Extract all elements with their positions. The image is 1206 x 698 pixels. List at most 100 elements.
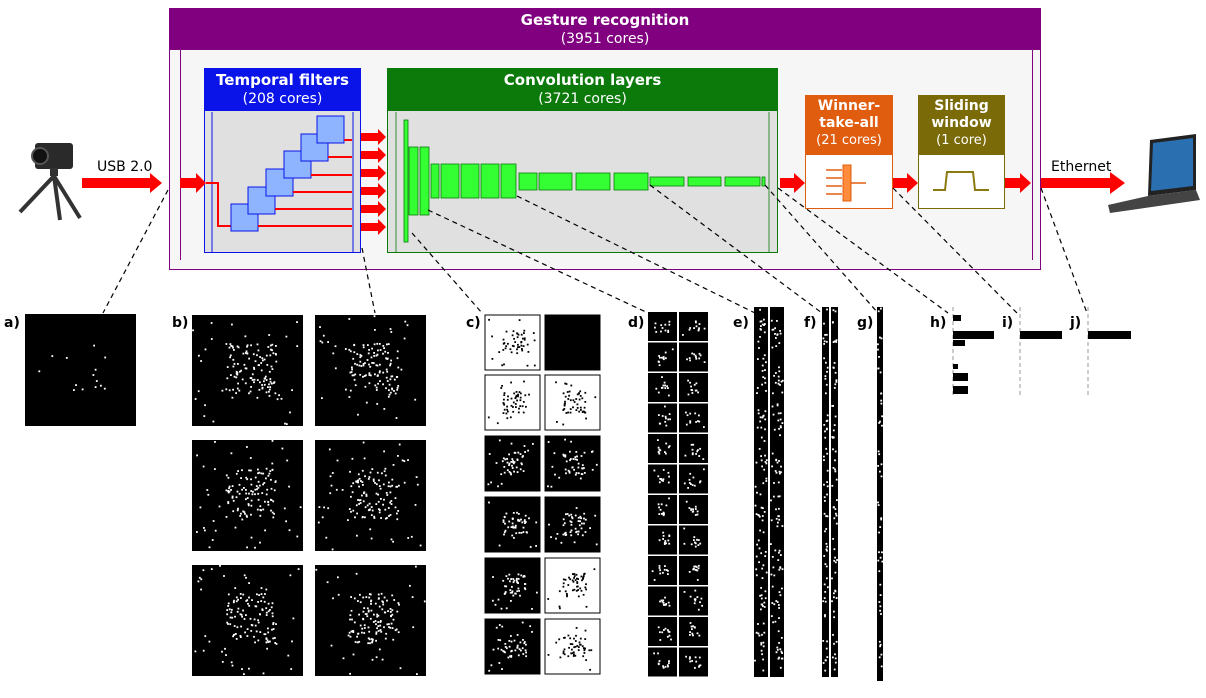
event-pixel [389,626,392,629]
event-pixel [503,471,506,474]
event-pixel [510,526,513,528]
event-pixel [697,328,700,331]
event-pixel [574,514,577,517]
event-pixel [285,423,288,425]
event-pixel [244,631,246,634]
event-pixel [776,648,779,651]
event-pixel [584,518,587,521]
event-pixel [762,482,765,485]
event-pixel [261,492,264,494]
event-pixel [667,446,670,449]
event-pixel [253,635,255,638]
event-pixel [833,668,836,671]
event-pixel [375,639,377,642]
event-pixel [653,469,656,472]
event-pixel [579,477,582,480]
event-pixel [574,645,577,648]
event-pixel [268,370,271,373]
event-pixel [271,612,274,615]
event-pixel [760,459,763,462]
event-pixel [352,631,355,633]
event-pixel [877,343,879,346]
event-pixel [377,625,380,627]
event-pixel [500,473,503,476]
event-pixel [388,383,391,386]
event-pixel [832,405,834,407]
event-pixel [382,383,384,386]
event-pixel [694,514,697,516]
event-pixel [237,598,239,601]
event-pixel [572,399,575,402]
event-pixel [657,503,660,506]
event-pixel [260,587,263,589]
event-pixel [775,517,778,520]
temporal-output-arrows [361,129,386,235]
event-pixel [386,494,389,496]
event-pixel [415,565,417,568]
event-pixel [517,573,520,576]
event-pixel [777,495,780,498]
event-pixel [667,629,669,631]
event-pixel [499,639,502,642]
event-pixel [688,482,691,484]
event-pixel [246,344,249,347]
event-pixel [579,406,582,409]
event-pixel [583,472,586,474]
event-pixel [227,623,229,625]
event-pixel [378,485,381,487]
event-pixel [399,667,402,670]
event-pixel [665,569,668,571]
event-pixel [349,371,352,374]
event-pixel [833,362,836,364]
event-pixel [354,384,357,387]
event-pixel [266,364,269,366]
event-pixel [92,374,95,376]
event-pixel [502,579,505,582]
event-pixel [270,365,273,368]
event-pixel [825,392,827,395]
event-pixel [777,559,780,561]
event-pixel [396,350,399,353]
event-pixel [243,511,246,513]
event-pixel [381,472,383,475]
event-pixel [365,495,368,497]
event-pixel [765,390,767,392]
event-pixel [231,496,234,499]
event-pixel [878,656,881,659]
event-pixel [667,601,670,604]
event-pixel [236,387,239,390]
event-pixel [826,549,828,552]
event-pixel [510,351,513,354]
event-pixel [523,445,526,447]
event-pixel [289,574,292,577]
event-pixel [397,602,400,604]
event-pixel [779,418,782,421]
event-pixel [257,486,260,489]
event-pixel [352,630,355,632]
event-pixel [264,500,266,503]
event-pixel [569,458,572,460]
event-pixel [779,425,782,428]
event-pixel [286,459,289,462]
event-pixel [835,597,838,599]
event-pixel [236,626,239,629]
event-pixel [360,355,363,357]
event-pixel [771,346,774,349]
event-pixel [367,344,369,346]
event-pixel [361,469,364,472]
event-pixel [374,482,376,484]
event-pixel [230,611,233,614]
event-pixel [519,399,522,402]
event-pixel [219,565,221,567]
event-pixel [391,609,394,612]
event-pixel [203,415,206,417]
event-pixel [245,489,247,491]
event-pixel [248,604,251,607]
event-pixel [492,576,494,578]
event-pixel [779,666,782,669]
event-pixel [878,551,880,554]
event-pixel [509,591,512,594]
event-pixel [654,326,656,329]
event-pixel [423,600,426,603]
event-pixel [254,488,257,491]
